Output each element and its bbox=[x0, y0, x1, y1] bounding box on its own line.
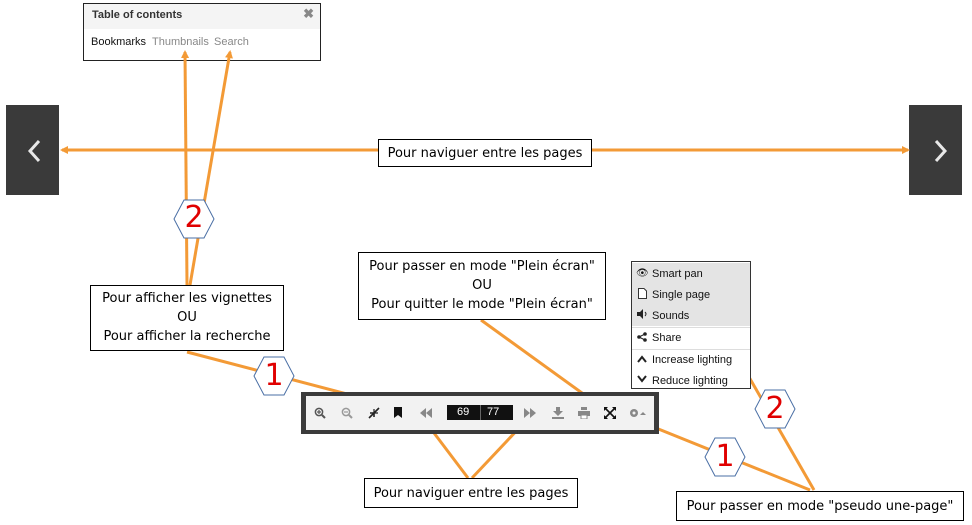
callout-navigate-top: Pour naviguer entre les pages bbox=[378, 139, 592, 167]
prev-page-button[interactable] bbox=[6, 105, 59, 195]
next-page-button[interactable] bbox=[909, 105, 962, 195]
callout-navigate-bottom: Pour naviguer entre les pages bbox=[364, 478, 578, 508]
menu-item-reduce-lighting[interactable]: Reduce lighting bbox=[632, 370, 750, 391]
table-of-contents-panel: Table of contents ✖ Bookmarks Thumbnails… bbox=[83, 3, 321, 61]
fullscreen-icon[interactable] bbox=[602, 396, 618, 430]
chevron-down-icon bbox=[636, 375, 648, 386]
page-indicator: 69 77 bbox=[447, 405, 513, 420]
bookmark-icon[interactable] bbox=[390, 396, 406, 430]
current-page-number[interactable]: 69 bbox=[457, 406, 470, 418]
last-page-icon[interactable] bbox=[522, 396, 538, 430]
zoom-in-icon[interactable] bbox=[312, 396, 328, 430]
menu-item-sounds[interactable]: Sounds bbox=[632, 305, 750, 326]
step-badge-1: 1 bbox=[253, 356, 295, 396]
chevron-right-icon bbox=[934, 139, 948, 163]
tab-bookmarks[interactable]: Bookmarks bbox=[91, 36, 147, 48]
chevron-left-icon bbox=[27, 139, 41, 163]
shrink-icon[interactable] bbox=[366, 396, 382, 430]
toc-title: Table of contents bbox=[92, 9, 183, 21]
settings-menu: 👁Smart pan Single page Sounds Share Incr… bbox=[631, 261, 751, 389]
chevron-up-icon bbox=[636, 354, 648, 366]
menu-item-increase-lighting[interactable]: Increase lighting bbox=[632, 349, 750, 370]
menu-item-share[interactable]: Share bbox=[632, 327, 750, 348]
callout-pseudo-single-page: Pour passer en mode "pseudo une-page" bbox=[676, 491, 964, 521]
step-badge-1: 1 bbox=[704, 437, 746, 477]
menu-item-smart-pan[interactable]: 👁Smart pan bbox=[632, 263, 750, 284]
callout-fullscreen: Pour passer en mode "Plein écran" OU Pou… bbox=[358, 252, 606, 320]
callout-thumbnails-search: Pour afficher les vignettes OU Pour affi… bbox=[90, 285, 284, 351]
first-page-icon[interactable] bbox=[418, 396, 434, 430]
tab-search[interactable]: Search bbox=[214, 36, 249, 48]
page-icon bbox=[636, 287, 648, 302]
zoom-out-icon[interactable] bbox=[339, 396, 355, 430]
menu-item-single-page[interactable]: Single page bbox=[632, 284, 750, 305]
settings-icon[interactable] bbox=[628, 396, 650, 430]
eye-icon: 👁 bbox=[636, 268, 649, 279]
viewer-toolbar: 69 77 bbox=[301, 392, 659, 434]
step-badge-2: 2 bbox=[754, 389, 796, 429]
step-badge-2: 2 bbox=[173, 198, 215, 240]
toc-header: Table of contents ✖ bbox=[84, 4, 320, 29]
print-icon[interactable] bbox=[576, 396, 592, 430]
total-pages-number: 77 bbox=[487, 406, 500, 418]
share-icon bbox=[636, 331, 648, 345]
toolbar-inner: 69 77 bbox=[306, 396, 654, 430]
tab-thumbnails[interactable]: Thumbnails bbox=[152, 36, 209, 48]
speaker-icon bbox=[636, 309, 648, 322]
close-icon[interactable]: ✖ bbox=[303, 6, 314, 21]
download-icon[interactable] bbox=[550, 396, 566, 430]
page-divider bbox=[480, 405, 481, 420]
